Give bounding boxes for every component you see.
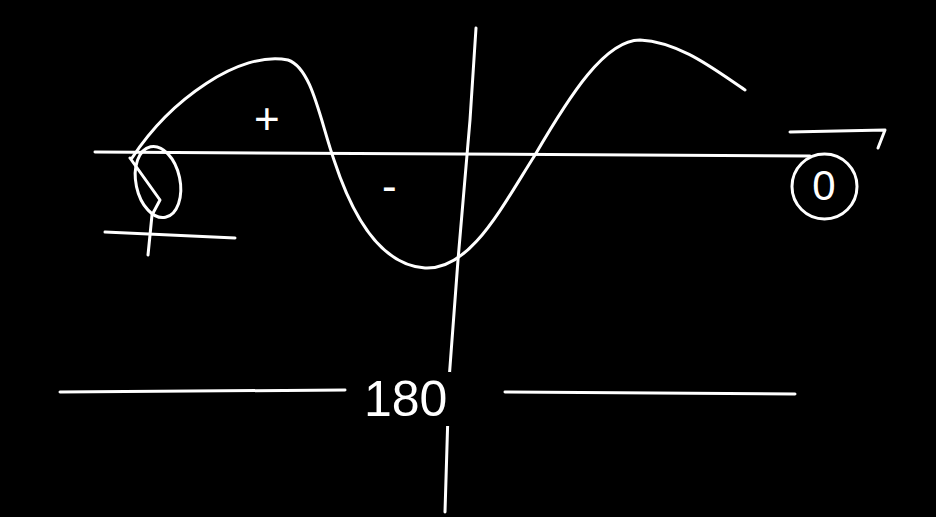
vertical-axis	[445, 28, 476, 512]
angle-label: 180	[360, 372, 451, 426]
horizontal-axis	[95, 152, 810, 156]
tick-mark	[130, 158, 160, 255]
baseline-right	[505, 392, 795, 394]
node-text: 0	[812, 165, 835, 207]
minus-sign: -	[378, 162, 401, 210]
baseline-left	[60, 390, 345, 392]
plus-sign: +	[250, 95, 284, 143]
wave-curve	[132, 40, 745, 268]
bar-bracket	[790, 130, 885, 148]
circled-point	[129, 142, 187, 222]
short-line	[105, 232, 235, 238]
circled-value: 0	[789, 151, 860, 222]
